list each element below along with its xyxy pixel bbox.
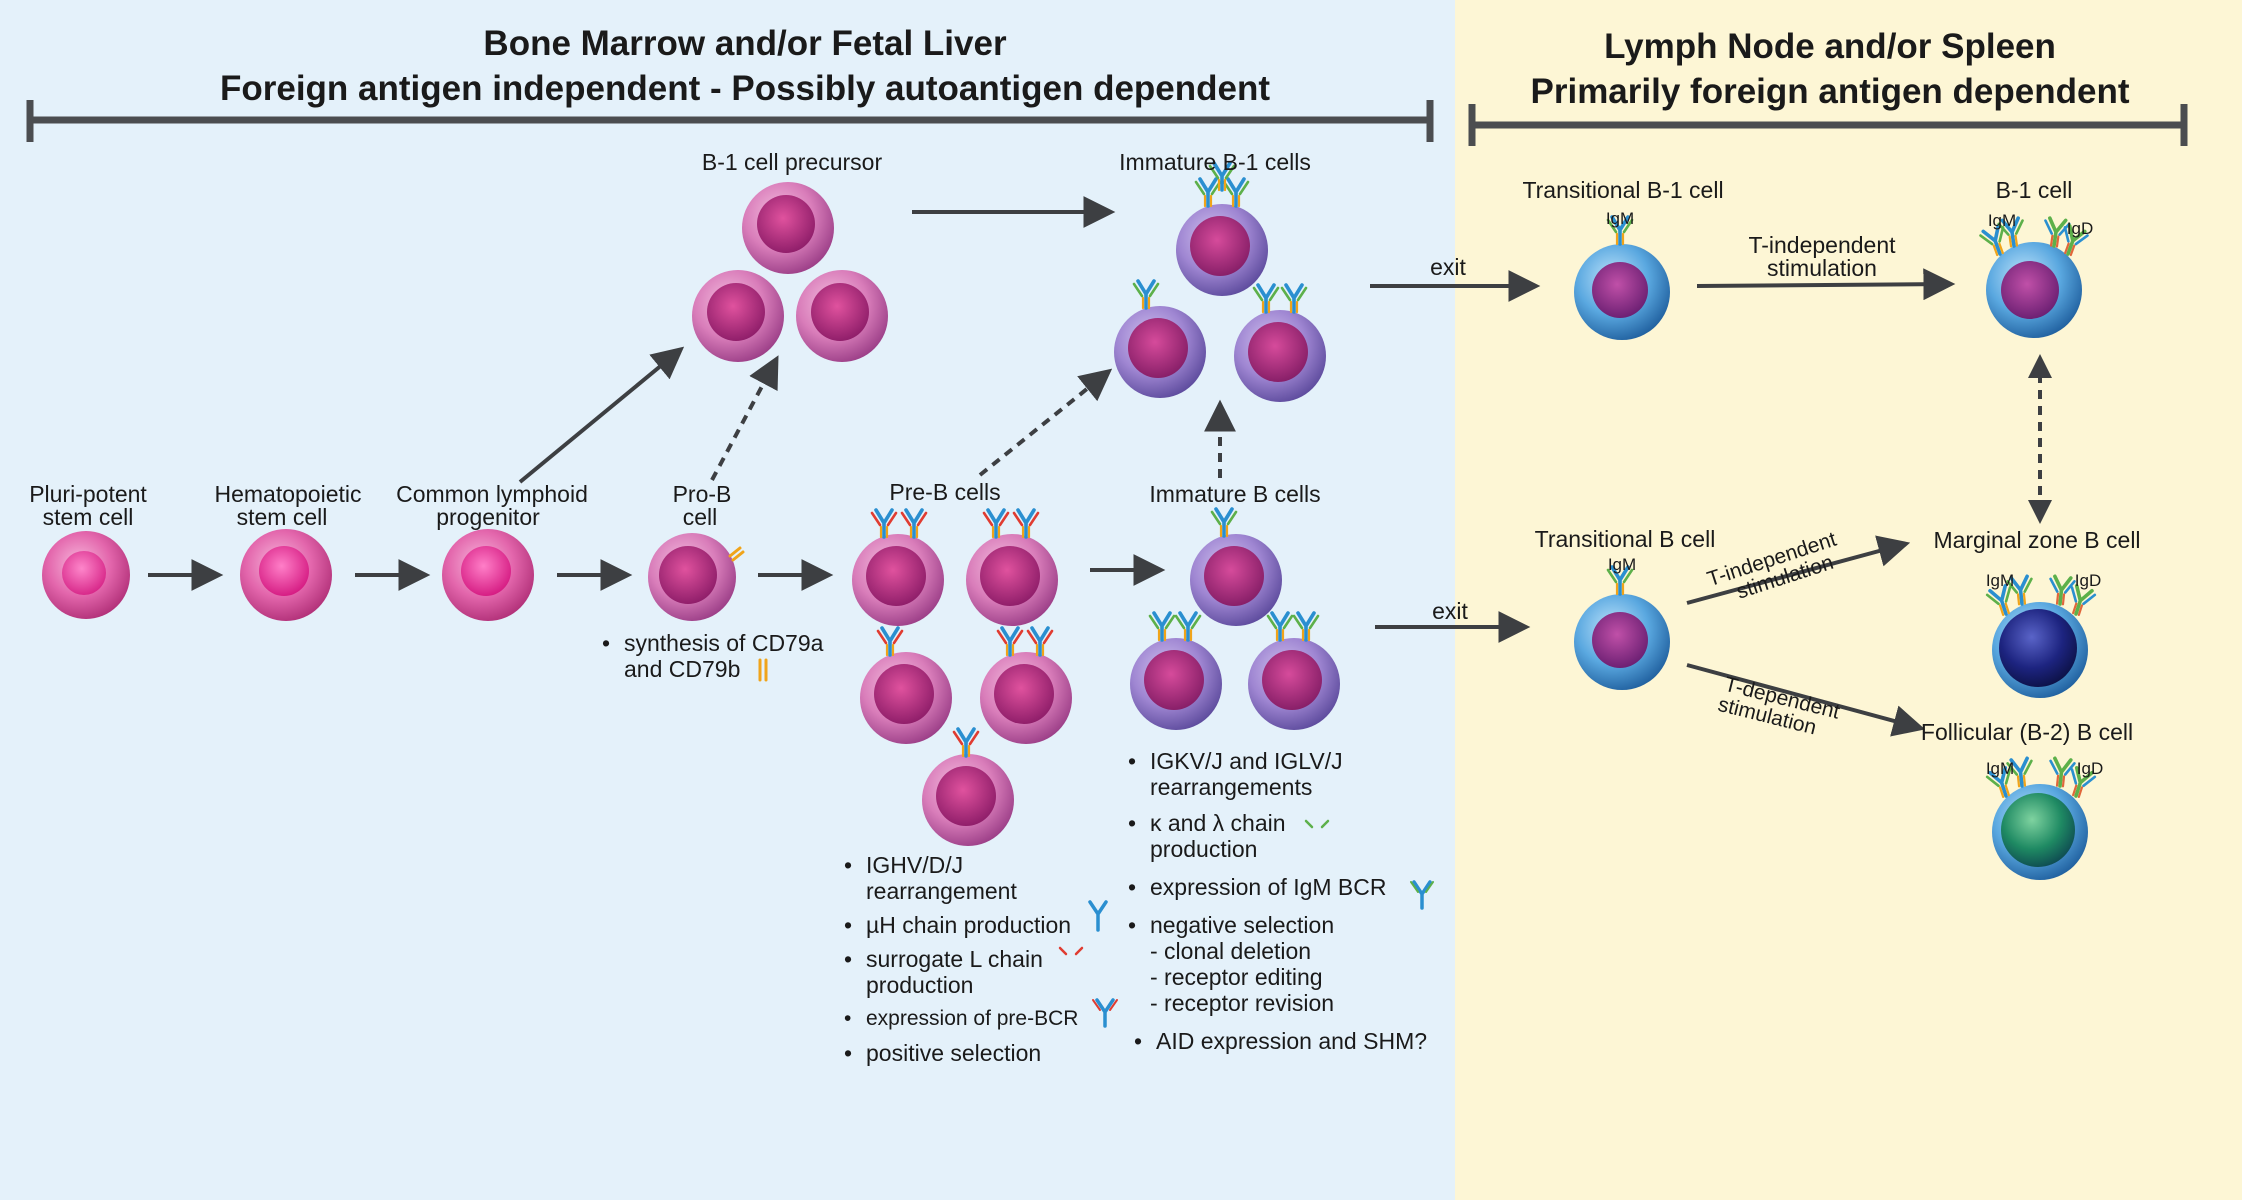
igd-label-marginal: IgD — [2075, 571, 2101, 590]
note-imm-clonal-deletion: - clonal deletion — [1150, 938, 1312, 964]
note-imm-negative-selection: negative selection — [1126, 912, 1427, 938]
arrow-transitional-b1-to-b1 — [1696, 268, 1956, 301]
note-imm-receptor-revision: - receptor revision — [1150, 990, 1335, 1016]
label-ti-top-1: T-independent — [1748, 232, 1896, 258]
label-b1-precursor: B-1 cell precursor — [702, 149, 883, 175]
immature-b-cell-right — [1248, 611, 1340, 730]
hematopoietic-stem-cell — [240, 529, 332, 621]
label-clp-1: Common lymphoid — [396, 481, 588, 507]
label-immature-b-cells: Immature B cells — [1149, 481, 1320, 507]
igm-label-b1: IgM — [1988, 211, 2016, 230]
label-pluripotent-1: Pluri-potent — [29, 481, 147, 507]
b1-precursor-cell-right — [796, 270, 888, 362]
note-imm-aid-shm: AID expression and SHM? — [1132, 1028, 1427, 1054]
pre-b-cell-3 — [860, 626, 952, 744]
note-imm-receptor-editing: - receptor editing — [1150, 964, 1323, 990]
immature-b1-cell-top — [1176, 161, 1268, 296]
header-left-line2: Foreign antigen independent - Possibly a… — [220, 69, 1270, 108]
label-hematopoietic-1: Hematopoietic — [214, 481, 361, 507]
marginal-zone-b-cell — [1984, 574, 2098, 698]
pre-b-cell-5 — [922, 727, 1014, 846]
lymph-node-region — [1455, 0, 2242, 1200]
note-preb-positive-selection: positive selection — [842, 1040, 1078, 1066]
pluripotent-stem-cell — [42, 531, 130, 619]
note-preb-mu-chain: µH chain production — [842, 912, 1078, 938]
note-preb-production: production — [866, 972, 974, 998]
label-clp-2: progenitor — [436, 504, 540, 530]
b1-cell — [1977, 215, 2091, 338]
header-right-line2: Primarily foreign antigen dependent — [1531, 72, 2130, 111]
immature-b1-cell-left — [1114, 279, 1206, 398]
pro-b-cell — [648, 533, 745, 621]
label-transitional-b-cell: Transitional B cell — [1535, 526, 1716, 552]
b1-precursor-cell-top — [742, 182, 834, 274]
arrows — [148, 196, 2052, 737]
bracket-left — [26, 100, 1434, 142]
note-preb-ighvdj: IGHV/D/J — [842, 852, 1078, 878]
header-right-line1: Lymph Node and/or Spleen — [1604, 27, 2056, 66]
bracket-right — [1468, 104, 2188, 146]
label-prob-1: Pro-B — [673, 481, 732, 507]
immature-b1-cell-right — [1234, 283, 1326, 402]
pre-bcr-icon — [1092, 998, 1118, 1028]
arrow-preb-to-immature-b1 — [978, 368, 1113, 477]
common-lymphoid-progenitor-cell — [442, 529, 534, 621]
note-prob-2: and CD79b — [624, 656, 741, 682]
label-prob-2: cell — [683, 504, 718, 530]
label-marginal-zone-b-cell: Marginal zone B cell — [1933, 527, 2140, 553]
igm-label-transitional-b1: IgM — [1606, 209, 1634, 228]
immature-b-cell-top — [1190, 507, 1282, 626]
pre-b-cell-4 — [980, 626, 1072, 744]
note-imm-igkvj: IGKV/J and IGLV/J — [1126, 748, 1427, 774]
arrow-transitional-b-to-marginal — [1686, 535, 1911, 605]
label-exit-bottom: exit — [1432, 598, 1468, 624]
note-imm-igm-bcr: expression of IgM BCR — [1126, 874, 1427, 900]
note-imm-rearrangements: rearrangements — [1150, 774, 1313, 800]
arrow-transitional-b-to-follicular — [1686, 663, 1926, 737]
transitional-b1-cell — [1574, 215, 1670, 340]
note-preb-surrogate: surrogate L chain — [842, 946, 1078, 972]
igd-label-follicular: IgD — [2077, 759, 2103, 778]
pre-b-cell-2 — [966, 508, 1058, 626]
arrow-prob-to-b1-precursor — [710, 355, 779, 481]
notes-immature-b: IGKV/J and IGLV/J rearrangements κ and λ… — [1126, 748, 1427, 1054]
header-left-line1: Bone Marrow and/or Fetal Liver — [483, 24, 1007, 63]
note-imm-kappa-lambda: κ and λ chain — [1126, 810, 1427, 836]
note-imm-production: production — [1150, 836, 1258, 862]
follicular-b-cell — [1984, 756, 2098, 880]
igm-label-transitional-b: IgM — [1608, 555, 1636, 574]
note-preb-rearrangement: rearrangement — [866, 878, 1017, 904]
label-pluripotent-2: stem cell — [43, 504, 134, 530]
immature-b-cell-left — [1130, 611, 1222, 730]
transitional-b-cell — [1574, 565, 1670, 690]
igd-label-b1: IgD — [2067, 219, 2093, 238]
label-b1-cell: B-1 cell — [1996, 177, 2073, 203]
igm-label-marginal: IgM — [1986, 571, 2014, 590]
label-ti-top-2: stimulation — [1767, 255, 1877, 281]
label-transitional-b1-cell: Transitional B-1 cell — [1522, 177, 1723, 203]
mu-heavy-chain-icon — [1088, 900, 1108, 932]
notes-pro-b: synthesis of CD79a and CD79b — [600, 630, 823, 682]
label-immature-b1-cells: Immature B-1 cells — [1119, 149, 1311, 175]
note-prob-1: synthesis of CD79a — [600, 630, 823, 656]
cd79-icon — [758, 658, 768, 682]
label-exit-top: exit — [1430, 254, 1466, 280]
label-follicular-b-cell: Follicular (B-2) B cell — [1921, 719, 2133, 745]
notes-pre-b: IGHV/D/J rearrangement µH chain producti… — [842, 852, 1078, 1066]
igm-label-follicular: IgM — [1986, 759, 2014, 778]
pre-b-cell-1 — [852, 508, 944, 626]
arrow-clp-to-b1-precursor — [518, 346, 685, 484]
label-hematopoietic-2: stem cell — [237, 504, 328, 530]
label-pre-b-cells: Pre-B cells — [889, 479, 1000, 505]
b1-precursor-cell-left — [692, 270, 784, 362]
note-preb-pre-bcr: expression of pre-BCR — [842, 1006, 1078, 1032]
